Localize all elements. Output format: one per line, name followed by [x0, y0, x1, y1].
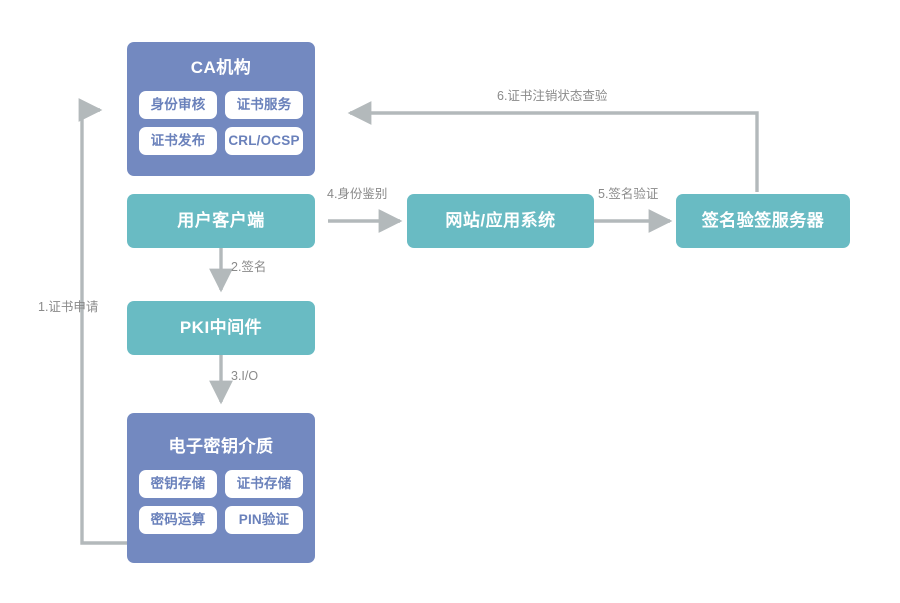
- node-signature-server[interactable]: 签名验签服务器: [676, 194, 850, 248]
- pill-crypto-operation[interactable]: 密码运算: [139, 506, 217, 535]
- node-key-media[interactable]: 电子密钥介质 密钥存储 证书存储 密码运算 PIN验证: [127, 413, 315, 563]
- pill-key-storage[interactable]: 密钥存储: [139, 470, 217, 499]
- pill-crl-ocsp[interactable]: CRL/OCSP: [225, 127, 303, 156]
- pill-identity-review[interactable]: 身份审核: [139, 91, 217, 120]
- node-pki-middleware[interactable]: PKI中间件: [127, 301, 315, 355]
- node-website-application[interactable]: 网站/应用系统: [407, 194, 594, 248]
- edge-label-signature: 2.签名: [231, 260, 267, 274]
- edge-label-identity-authentication: 4.身份鉴别: [327, 187, 388, 201]
- pill-grid-key-media: 密钥存储 证书存储 密码运算 PIN验证: [127, 470, 315, 535]
- node-title-key-media: 电子密钥介质: [168, 437, 274, 456]
- node-title-signature-server: 签名验签服务器: [701, 210, 825, 230]
- node-title-pki-middleware: PKI中间件: [179, 317, 263, 337]
- connector-revocation-status-check: [347, 101, 759, 192]
- edge-label-revocation-status-check: 6.证书注销状态查验: [497, 89, 608, 103]
- pill-pin-verification[interactable]: PIN验证: [225, 506, 303, 535]
- node-user-client[interactable]: 用户客户端: [127, 194, 315, 248]
- node-title-website-application: 网站/应用系统: [445, 210, 556, 230]
- pill-certificate-storage[interactable]: 证书存储: [225, 470, 303, 499]
- edge-label-certificate-application: 1.证书申请: [38, 300, 99, 314]
- connector-certificate-application: [78, 98, 127, 545]
- pill-grid-ca-authority: 身份审核 证书服务 证书发布 CRL/OCSP: [127, 91, 315, 156]
- node-ca-authority[interactable]: CA机构 身份审核 证书服务 证书发布 CRL/OCSP: [127, 42, 315, 176]
- node-title-ca-authority: CA机构: [190, 58, 252, 77]
- edge-label-io: 3.I/O: [231, 369, 259, 383]
- node-title-user-client: 用户客户端: [177, 210, 265, 230]
- edge-label-signature-verification: 5.签名验证: [598, 187, 659, 201]
- pill-certificate-publish[interactable]: 证书发布: [139, 127, 217, 156]
- pill-certificate-service[interactable]: 证书服务: [225, 91, 303, 120]
